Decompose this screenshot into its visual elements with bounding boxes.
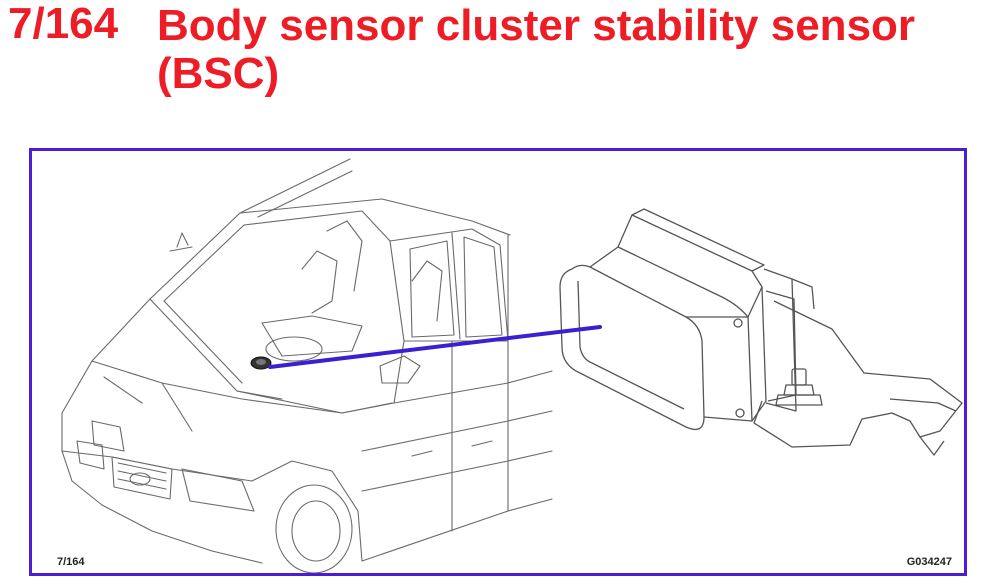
figure-ref-number: 7/164: [57, 556, 85, 568]
car-sensor-illustration: [61, 158, 963, 573]
page-number-title: 7/164: [8, 0, 119, 48]
car-body-lines: [61, 158, 553, 573]
figure-code: G034247: [906, 556, 952, 568]
sensor-location-marker: [250, 356, 272, 370]
sensor-pointer-line: [268, 325, 602, 369]
sensor-unit-drawing: [559, 208, 963, 456]
illustration-frame: 7/164 G034247: [29, 148, 967, 576]
page-title: Body sensor cluster stability sensor (BS…: [157, 1, 916, 98]
